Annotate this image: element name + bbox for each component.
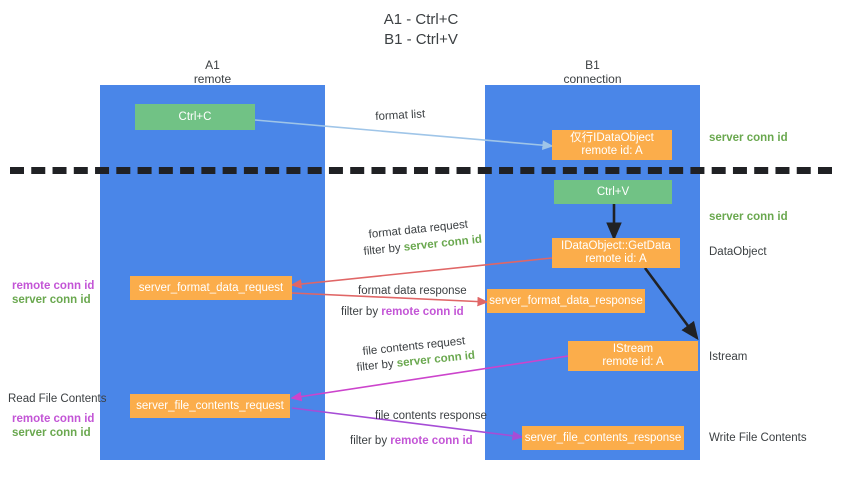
node-server-format-data-request[interactable]: server_format_data_request <box>130 276 292 300</box>
node-istream-line2: remote id: A <box>602 356 664 368</box>
node-ctrl-v-label: Ctrl+V <box>596 185 630 198</box>
node-idataobject-getdata[interactable]: IDataObject::GetData remote id: A <box>552 238 680 268</box>
page-title: A1 - Ctrl+C B1 - Ctrl+V <box>0 10 842 50</box>
node-server-file-contents-response[interactable]: server_file_contents_response <box>522 426 684 450</box>
note-server-conn-id-2: server conn id <box>12 427 91 439</box>
note-istream: Istream <box>709 351 748 363</box>
lane-a1-subtitle: remote <box>193 72 232 86</box>
note-remote-conn-id-1: remote conn id <box>12 280 95 292</box>
node-server-file-contents-request-label: server_file_contents_request <box>136 399 284 412</box>
filter-prefix: filter by <box>341 306 382 318</box>
filter-prefix: filter by <box>350 435 391 447</box>
note-write-file-contents: Write File Contents <box>709 432 807 444</box>
filter-prefix: filter by <box>356 357 398 374</box>
node-idataobject-getdata-line2: remote id: A <box>585 253 647 265</box>
node-ctrl-v[interactable]: Ctrl+V <box>554 180 672 204</box>
node-server-format-data-response[interactable]: server_format_data_response <box>487 289 645 313</box>
lane-b1-title: B1 <box>585 58 600 72</box>
note-server-conn-id-mid: server conn id <box>709 211 788 223</box>
edge-label-format-data-response: format data response <box>358 285 467 297</box>
lane-b1-subtitle: connection <box>563 72 622 86</box>
note-server-conn-id-1: server conn id <box>12 294 91 306</box>
node-idataobject-getdata-line1: IDataObject::GetData <box>561 240 671 252</box>
node-server-format-data-response-label: server_format_data_response <box>489 294 643 307</box>
note-dataobject: DataObject <box>709 246 767 258</box>
edge-label-file-contents-response-filter: filter by remote conn id <box>350 434 473 449</box>
phase-separator <box>10 167 832 174</box>
lane-header-a1: A1 remote <box>100 58 325 86</box>
node-idataobject-top[interactable]: 仅行IDataObject remote id: A <box>552 130 672 160</box>
note-read-file-contents: Read File Contents <box>8 393 107 405</box>
edge-label-file-contents-response: file contents response <box>375 410 487 422</box>
node-server-format-data-request-label: server_format_data_request <box>138 281 284 294</box>
node-idataobject-top-line1: 仅行IDataObject <box>570 132 654 144</box>
node-istream-line1: IStream <box>612 343 654 355</box>
filter-prefix: filter by <box>363 241 405 258</box>
node-idataobject-top-line2: remote id: A <box>581 145 643 157</box>
node-ctrl-c-label: Ctrl+C <box>178 110 212 123</box>
edge-label-format-list: format list <box>375 108 426 123</box>
lane-header-b1: B1 connection <box>485 58 700 86</box>
lane-a1-title: A1 <box>205 58 220 72</box>
title-line-1: A1 - Ctrl+C <box>383 11 459 28</box>
node-istream[interactable]: IStream remote id: A <box>568 341 698 371</box>
edge-label-format-data-response-filter: filter by remote conn id <box>341 305 464 320</box>
note-remote-conn-id-2: remote conn id <box>12 413 95 425</box>
node-server-file-contents-request[interactable]: server_file_contents_request <box>130 394 290 418</box>
filter-value-remote-conn-id: remote conn id <box>381 306 464 318</box>
node-ctrl-c[interactable]: Ctrl+C <box>135 104 255 130</box>
title-line-2: B1 - Ctrl+V <box>384 31 458 48</box>
node-server-file-contents-response-label: server_file_contents_response <box>524 431 682 444</box>
filter-value-remote-conn-id: remote conn id <box>390 435 473 447</box>
note-server-conn-id-top: server conn id <box>709 132 788 144</box>
